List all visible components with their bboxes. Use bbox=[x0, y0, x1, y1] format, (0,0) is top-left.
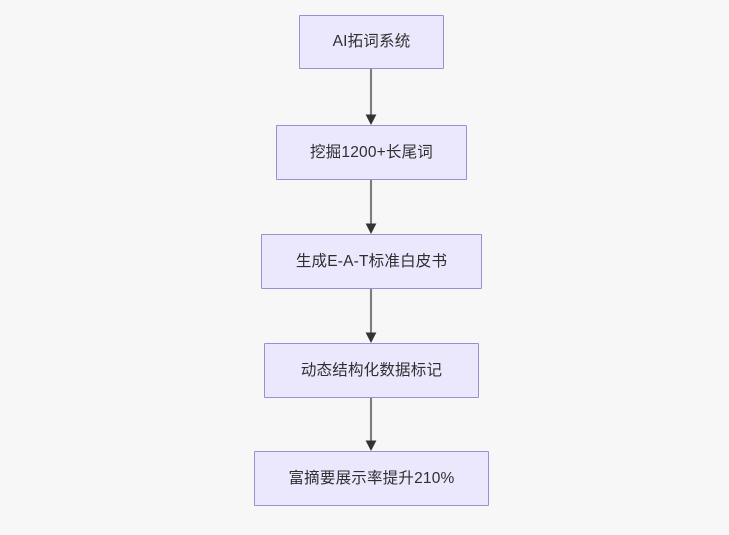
arrowhead-icon bbox=[365, 332, 377, 343]
edge-node3-node4 bbox=[365, 289, 377, 343]
flow-node-4[interactable]: 动态结构化数据标记 bbox=[264, 343, 479, 398]
flow-node-1[interactable]: AI拓词系统 bbox=[299, 15, 444, 69]
flow-node-5[interactable]: 富摘要展示率提升210% bbox=[254, 451, 489, 506]
arrowhead-icon bbox=[365, 114, 377, 125]
flow-node-4-label: 动态结构化数据标记 bbox=[300, 361, 443, 379]
flow-node-3[interactable]: 生成E-A-T标准白皮书 bbox=[261, 234, 482, 289]
flow-node-3-label: 生成E-A-T标准白皮书 bbox=[295, 252, 448, 270]
flow-node-2-label: 挖掘1200+长尾词 bbox=[309, 143, 434, 161]
flow-node-5-label: 富摘要展示率提升210% bbox=[288, 469, 455, 487]
edge-node1-node2 bbox=[365, 69, 377, 125]
flow-node-2[interactable]: 挖掘1200+长尾词 bbox=[276, 125, 467, 180]
arrowhead-icon bbox=[365, 440, 377, 451]
edge-node4-node5 bbox=[365, 398, 377, 451]
flow-node-1-label: AI拓词系统 bbox=[332, 33, 411, 51]
arrowhead-icon bbox=[365, 223, 377, 234]
edge-node2-node3 bbox=[365, 180, 377, 234]
